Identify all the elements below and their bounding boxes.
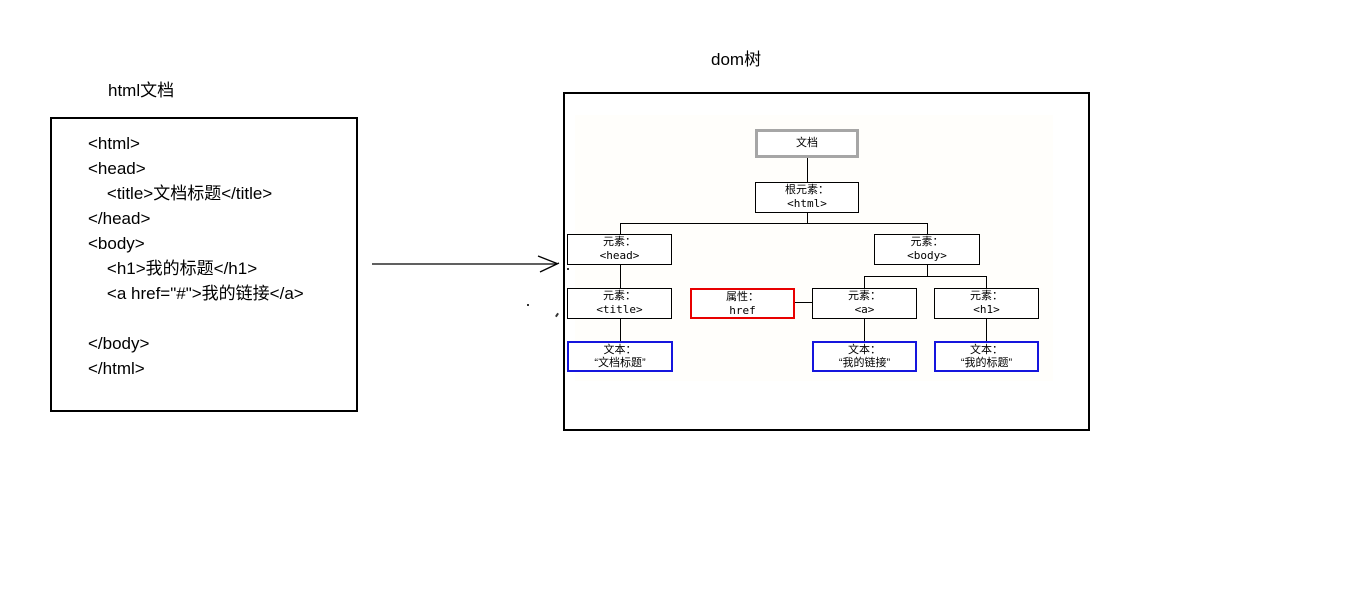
code-line: <title>文档标题</title> — [88, 184, 273, 203]
code-line: </head> — [88, 209, 151, 228]
code-line: <body> — [88, 234, 145, 253]
html-source-box: <html> <head> <title>文档标题</title> </head… — [50, 117, 358, 412]
code-line: <html> — [88, 134, 140, 153]
tree-connector — [620, 265, 621, 288]
tree-connector — [864, 319, 865, 341]
node-h1-element: 元素： <h1> — [934, 288, 1039, 319]
node-label: 元素： — [970, 290, 1003, 302]
speck-dot — [527, 304, 529, 306]
node-text-link: 文本： “我的链接” — [812, 341, 917, 372]
tree-connector — [927, 223, 928, 234]
node-title-element: 元素： <title> — [567, 288, 672, 319]
speck-tick — [555, 312, 559, 318]
code-line: <a href="#">我的链接</a> — [88, 284, 304, 303]
tree-connector — [864, 276, 865, 288]
tree-connector-href — [795, 302, 812, 303]
tree-connector — [620, 319, 621, 341]
tree-connector — [620, 223, 621, 234]
dom-tree-box: 文档 根元素： <html> 元素： <head> 元素： <body> 元素：… — [563, 92, 1090, 431]
dom-tree-title: dom树 — [711, 50, 762, 69]
node-text-heading: 文本： “我的标题” — [934, 341, 1039, 372]
code-line: <h1>我的标题</h1> — [88, 259, 258, 278]
node-label: 元素： — [848, 290, 881, 302]
node-label: 属性： — [726, 291, 759, 303]
node-root-html: 根元素： <html> — [755, 182, 859, 213]
code-line: </body> — [88, 334, 150, 353]
node-label: 元素： — [603, 290, 636, 302]
node-text-doc-title: 文本： “文档标题” — [567, 341, 673, 372]
node-label: 文本： — [603, 344, 637, 356]
tree-connector — [807, 213, 808, 223]
node-body: 元素： <body> — [874, 234, 980, 265]
tree-connector — [620, 223, 927, 224]
node-tag: <body> — [907, 249, 947, 262]
tree-connector — [864, 276, 987, 277]
node-text-value: “文档标题” — [594, 357, 646, 369]
node-tag: <html> — [787, 197, 827, 210]
node-label: 元素： — [603, 236, 636, 248]
node-label: 根元素： — [785, 184, 829, 196]
right-arrow-icon — [372, 255, 560, 273]
node-tag: <a> — [854, 303, 875, 316]
node-tag: <head> — [599, 249, 640, 262]
speck-dot — [567, 268, 569, 270]
tree-connector — [986, 276, 987, 288]
node-label: 文本： — [848, 344, 881, 356]
html-document-title: html文档 — [108, 81, 175, 100]
node-document: 文档 — [755, 129, 859, 158]
node-label: 元素： — [910, 236, 944, 248]
node-label: 文本： — [970, 344, 1003, 356]
code-line — [88, 306, 356, 331]
tree-connector — [927, 265, 928, 276]
node-label: 文档 — [796, 137, 818, 149]
code-line: </html> — [88, 359, 145, 378]
node-attribute-href: 属性： href — [690, 288, 795, 319]
node-attr-name: href — [729, 304, 756, 317]
tree-connector — [807, 158, 808, 182]
node-a-element: 元素： <a> — [812, 288, 917, 319]
node-text-value: “我的链接” — [838, 357, 891, 369]
code-line: <head> — [88, 159, 146, 178]
node-tag: <h1> — [973, 303, 1000, 316]
node-head: 元素： <head> — [567, 234, 672, 265]
node-text-value: “我的标题” — [960, 357, 1013, 369]
node-tag: <title> — [596, 303, 643, 316]
tree-connector — [986, 319, 987, 341]
